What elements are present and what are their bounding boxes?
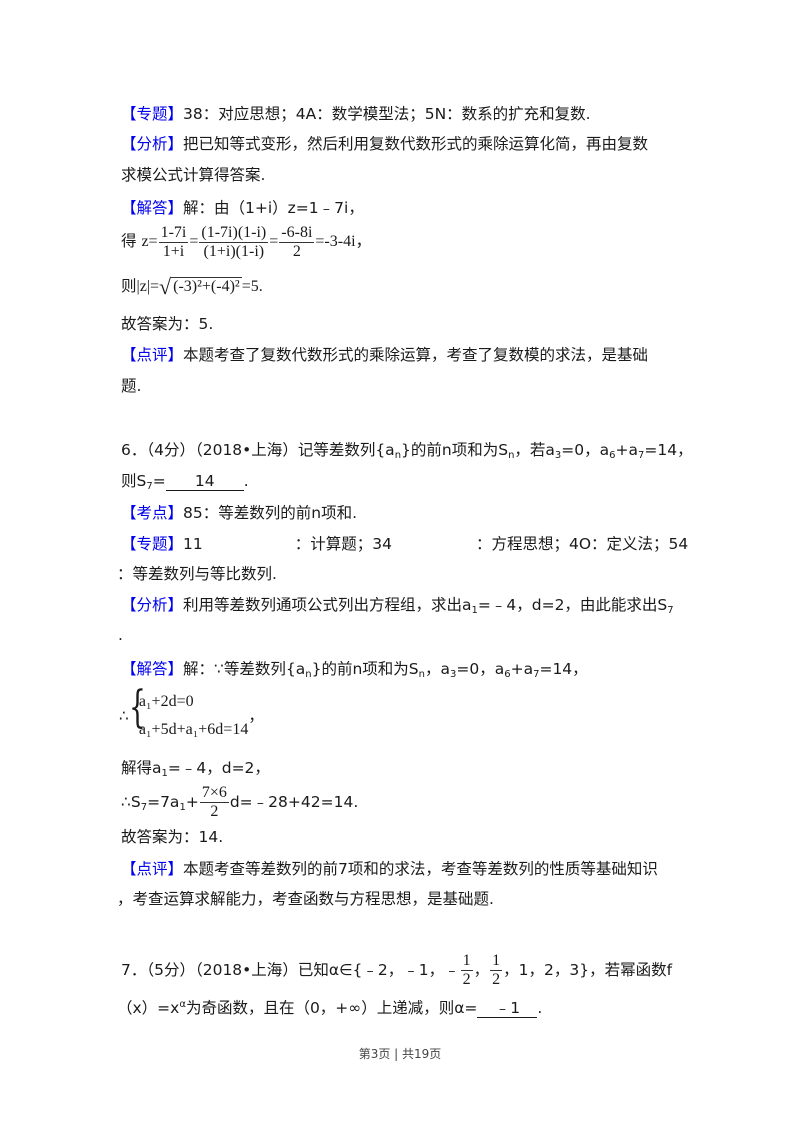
solution-tag: 【解答】 — [121, 660, 184, 678]
q6-comment: 【点评】本题考查等差数列的前7项和的求法，考查等差数列的性质等基础知识 — [121, 860, 658, 878]
page-footer: 第3页 | 共19页 — [358, 1047, 442, 1061]
q6-stem: 6．（4分）（2018•上海）记等差数列{an}的前n项和为Sn，若a3=0，a… — [121, 441, 693, 461]
q5-solution: 【解答】解：由（1+i）z=1﹣7i， — [121, 199, 364, 217]
q6-stem-cont: 则S7=14. — [121, 472, 249, 492]
q5-analysis-cont: 求模公式计算得答案. — [121, 166, 266, 184]
keypoint-tag: 【考点】 — [121, 504, 184, 522]
q6-analysis-cont: . — [118, 626, 123, 644]
solution-tag: 【解答】 — [121, 199, 184, 217]
q6-answer: 故答案为：14. — [121, 828, 224, 846]
topic-tag: 【专题】 — [121, 105, 184, 123]
q5-comment-cont: 题. — [121, 377, 142, 395]
analysis-tag: 【分析】 — [121, 135, 184, 153]
q5-answer: 故答案为：5. — [121, 315, 214, 333]
q5-analysis: 【分析】把已知等式变形，然后利用复数代数形式的乘除运算化简，再由复数 — [121, 135, 649, 153]
q6-topic: 【专题】11：计算题；34：方程思想；4O：定义法；54 — [121, 535, 689, 553]
q5-solution-modulus: 则|z|=√(-3)²+(-4)²=5. — [121, 274, 263, 299]
analysis-tag: 【分析】 — [121, 596, 184, 614]
q6-topic-cont: ：等差数列与等比数列. — [117, 565, 277, 583]
topic-tag: 【专题】 — [121, 535, 184, 553]
comment-tag: 【点评】 — [121, 860, 184, 878]
q6-solution: 【解答】解：∵等差数列{an}的前n项和为Sn，a3=0，a6+a7=14， — [121, 660, 588, 680]
q5-topic: 【专题】38：对应思想；4A：数学模型法；5N：数系的扩充和复数. — [121, 105, 591, 123]
answer-blank: 14 — [165, 472, 244, 491]
q6-keypoint: 【考点】85：等差数列的前n项和. — [121, 504, 357, 522]
q5-comment: 【点评】本题考查了复数代数形式的乘除运算，考查了复数模的求法，是基础 — [121, 346, 649, 364]
q6-analysis: 【分析】利用等差数列通项公式列出方程组，求出a1=﹣4，d=2，由此能求出S7 — [121, 596, 674, 616]
q7-stem-cont: （x）=xα为奇函数，且在（0，+∞）上递减，则α=﹣1. — [117, 999, 543, 1018]
q6-solved: 解得a1=﹣4，d=2， — [121, 759, 270, 779]
math-expression: |z|=√(-3)²+(-4)²=5. — [136, 274, 263, 299]
q6-comment-cont: ，考查运算求解能力，考查函数与方程思想，是基础题. — [117, 890, 494, 908]
answer-blank: ﹣1 — [477, 999, 538, 1018]
comment-tag: 【点评】 — [121, 346, 184, 364]
